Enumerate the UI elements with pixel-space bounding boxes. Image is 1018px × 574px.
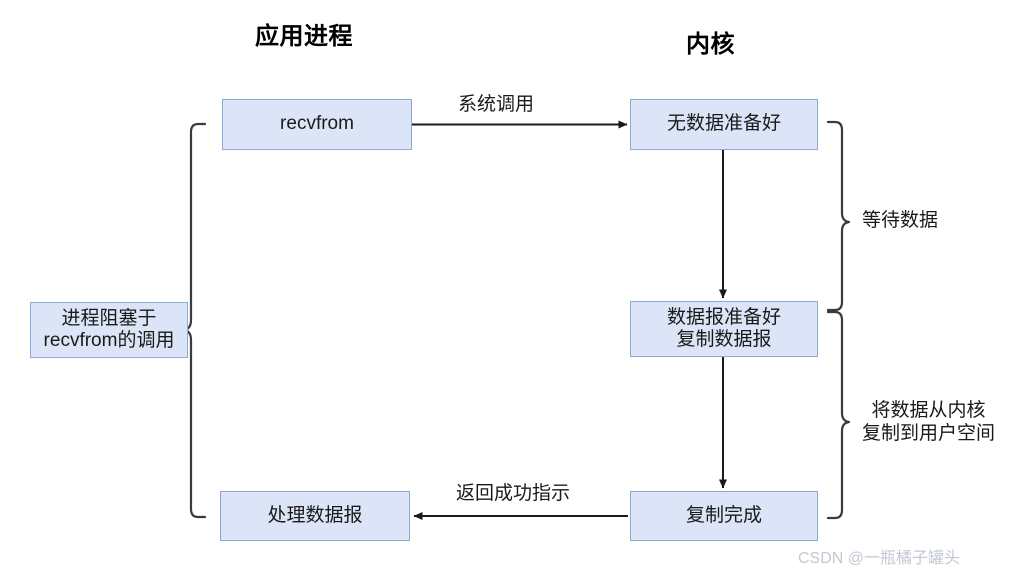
node-no-data-ready[interactable]: 无数据准备好 bbox=[630, 99, 818, 150]
watermark-csdn: CSDN @一瓶橘子罐头 bbox=[798, 550, 961, 567]
node-recvfrom-label: recvfrom bbox=[280, 113, 354, 135]
brace-label-copy-kernel-to-user: 将数据从内核 复制到用户空间 bbox=[862, 400, 996, 444]
node-copy-complete[interactable]: 复制完成 bbox=[630, 491, 818, 541]
node-recvfrom[interactable]: recvfrom bbox=[222, 99, 412, 150]
column-header-kernel: 内核 bbox=[686, 31, 735, 58]
node-datagram-ready-label: 数据报准备好 复制数据报 bbox=[666, 306, 781, 350]
node-process-blocked[interactable]: 进程阻塞于 recvfrom的调用 bbox=[30, 302, 188, 358]
node-copy-complete-label: 复制完成 bbox=[685, 504, 762, 526]
node-process-datagram[interactable]: 处理数据报 bbox=[220, 491, 410, 541]
brace-label-wait-for-data: 等待数据 bbox=[862, 210, 939, 231]
brace-copy-to-user bbox=[826, 310, 851, 520]
column-header-app-process: 应用进程 bbox=[255, 23, 353, 50]
node-datagram-ready[interactable]: 数据报准备好 复制数据报 bbox=[630, 301, 818, 357]
node-process-datagram-label: 处理数据报 bbox=[267, 504, 363, 526]
edge-label-system-call: 系统调用 bbox=[458, 94, 535, 115]
node-no-data-ready-label: 无数据准备好 bbox=[666, 113, 781, 135]
node-process-blocked-label: 进程阻塞于 recvfrom的调用 bbox=[43, 307, 175, 351]
edge-label-return-success: 返回成功指示 bbox=[456, 483, 571, 504]
brace-wait-data bbox=[826, 120, 851, 312]
